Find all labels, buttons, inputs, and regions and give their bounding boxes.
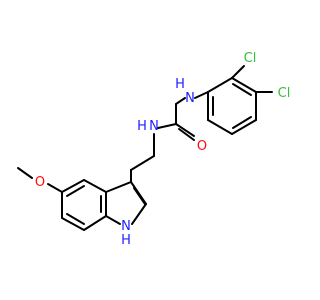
bond (207, 119, 233, 135)
bond-double-inner (66, 213, 85, 225)
bond (207, 77, 233, 93)
atom-label-h: H (137, 119, 147, 134)
bond (157, 123, 177, 129)
bonds (17, 65, 273, 231)
bond-double-inner (232, 83, 252, 96)
atom-label-cl: Cl (278, 86, 291, 101)
bond (231, 65, 245, 79)
bond (105, 215, 121, 225)
bond (130, 155, 155, 171)
bond (61, 179, 85, 193)
bond (231, 77, 257, 93)
atom-label-cl: Cl (244, 51, 257, 66)
atom-label-h: H (121, 233, 131, 248)
atom-labels: Cl Cl N H O N H O N H (35, 51, 290, 248)
bond-double-inner (133, 187, 146, 205)
bond (61, 217, 85, 231)
atom-label-n: N (121, 219, 131, 234)
bond (194, 91, 209, 99)
bond (105, 181, 132, 193)
atom-label-n: N (185, 91, 195, 106)
molecule-structure-diagram: Cl Cl N H O N H O N H (17, 51, 290, 248)
atom-label-n: N (149, 119, 159, 134)
bond (17, 167, 33, 179)
bond (231, 119, 257, 135)
atom-label-o: O (197, 139, 207, 154)
bond-double-inner (66, 185, 85, 197)
bond (83, 215, 107, 231)
bond-double-inner (178, 128, 195, 141)
bond (131, 203, 147, 225)
atom-label-o: O (35, 175, 45, 190)
bond-double-inner (232, 116, 252, 129)
bond (175, 97, 186, 105)
atom-label-h: H (175, 77, 185, 92)
bond (83, 179, 107, 193)
bond (175, 123, 195, 137)
bond (47, 183, 63, 193)
